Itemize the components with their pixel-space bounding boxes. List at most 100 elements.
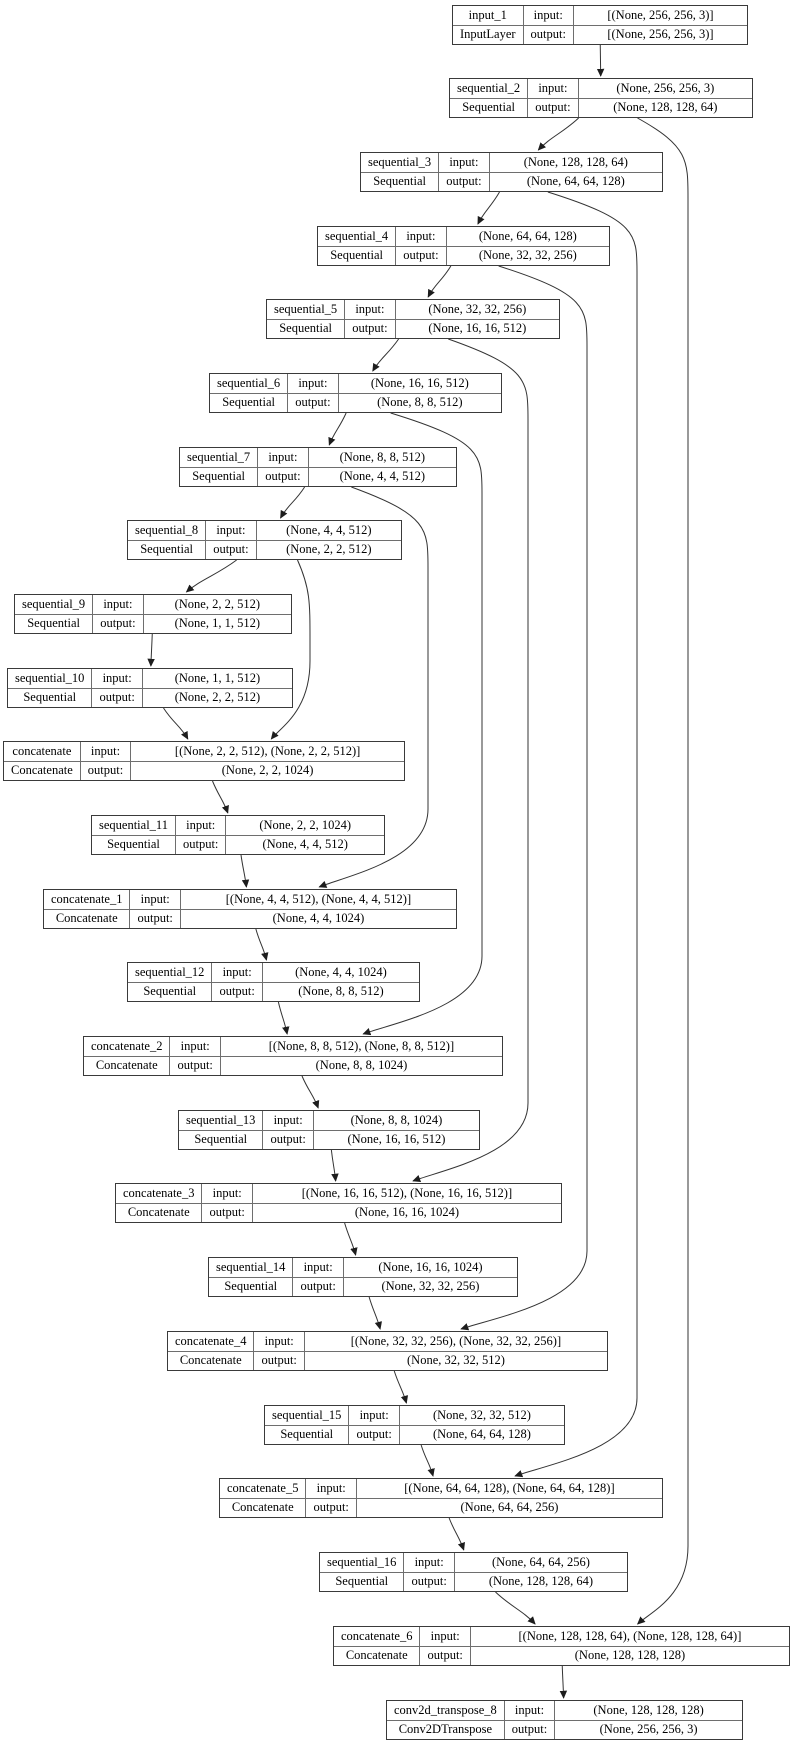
layer-name: sequential_2: [457, 80, 521, 95]
output-shape: (None, 8, 8, 1024): [219, 1055, 502, 1075]
edge-concatenate_1-to-sequential_12: [255, 928, 269, 961]
output-label: output:: [522, 24, 573, 44]
input-label: input:: [527, 79, 577, 98]
layer-type: Sequential: [361, 171, 439, 192]
edge-sequential_11-to-concatenate_1: [240, 854, 250, 888]
input-label: input:: [129, 890, 179, 909]
input-label: input:: [287, 374, 337, 393]
layer-name: sequential_9: [22, 596, 86, 611]
input-shape: [(None, 8, 8, 512), (None, 8, 8, 512)]: [219, 1037, 502, 1056]
edge-sequential_13-to-concatenate_3: [330, 1149, 339, 1182]
input-shape: (None, 2, 2, 1024): [225, 816, 384, 835]
layer-type: Sequential: [8, 687, 92, 708]
output-shape: (None, 16, 16, 512): [312, 1129, 479, 1149]
output-label: output:: [438, 171, 489, 191]
layer-name: concatenate_5: [227, 1480, 299, 1495]
input-shape: (None, 4, 4, 1024): [261, 963, 419, 982]
layer-name: sequential_13: [186, 1112, 256, 1127]
edge-sequential_7-to-sequential_8: [280, 486, 306, 519]
input-shape: (None, 32, 32, 512): [398, 1406, 564, 1425]
edge-sequential_10-to-concatenate: [163, 707, 189, 740]
output-shape: (None, 32, 32, 256): [445, 245, 609, 265]
output-shape: (None, 8, 8, 512): [261, 981, 419, 1001]
output-label: output:: [262, 1129, 313, 1149]
output-label: output:: [79, 760, 131, 780]
output-label: output:: [419, 1645, 470, 1665]
output-label: output:: [91, 687, 142, 707]
input-shape: [(None, 256, 256, 3)]: [572, 6, 747, 25]
output-shape: (None, 2, 2, 512): [255, 539, 401, 559]
edge-sequential_12-to-concatenate_2: [277, 1001, 290, 1035]
output-shape: (None, 16, 16, 512): [394, 318, 559, 338]
layer-type: Sequential: [320, 1571, 404, 1592]
layer-type: Sequential: [209, 1276, 293, 1297]
input-label: input:: [344, 300, 394, 319]
layer-name: input_1: [468, 7, 507, 22]
layer-type: InputLayer: [453, 24, 523, 45]
edge-sequential_4-to-sequential_5: [427, 265, 452, 298]
layer-name: sequential_16: [327, 1554, 397, 1569]
layer-name: sequential_7: [187, 449, 251, 464]
edge-concatenate_3-to-sequential_14: [344, 1222, 358, 1256]
edge-sequential_2-to-sequential_3: [537, 117, 579, 151]
output-label: output:: [395, 245, 446, 265]
edge-concatenate_5-to-sequential_16: [448, 1517, 465, 1551]
edge-sequential_16-to-concatenate_6: [495, 1591, 536, 1625]
layer-type: Sequential: [318, 245, 396, 266]
layer-name: concatenate_2: [91, 1038, 163, 1053]
edge-sequential_3-to-sequential_4: [477, 191, 500, 225]
input-shape: (None, 64, 64, 256): [453, 1553, 627, 1572]
output-shape: (None, 16, 16, 1024): [251, 1202, 561, 1222]
edge-sequential_3-to-concatenate_5: [514, 191, 638, 1478]
layer-type: Conv2DTranspose: [387, 1719, 504, 1740]
layer-name: sequential_15: [272, 1407, 342, 1422]
layer-name: sequential_11: [99, 817, 168, 832]
input-label: input:: [257, 448, 307, 467]
edge-concatenate_2-to-sequential_13: [301, 1075, 320, 1109]
edge-sequential_8-to-concatenate: [270, 559, 311, 740]
output-shape: (None, 64, 64, 256): [355, 1497, 662, 1517]
layer-name: sequential_10: [15, 670, 85, 685]
input-label: input:: [169, 1037, 219, 1056]
output-shape: (None, 128, 128, 64): [577, 97, 752, 117]
output-label: output:: [129, 908, 180, 928]
input-label: input:: [395, 227, 445, 246]
output-shape: (None, 2, 2, 1024): [130, 760, 404, 780]
layer-name: sequential_5: [274, 301, 338, 316]
output-label: output:: [174, 834, 226, 854]
layer-type: Concatenate: [116, 1202, 202, 1223]
input-shape: [(None, 64, 64, 128), (None, 64, 64, 128…: [355, 1479, 662, 1498]
layer-type: Concatenate: [220, 1497, 306, 1518]
edge-sequential_9-to-sequential_10: [147, 633, 155, 667]
input-shape: (None, 16, 16, 1024): [342, 1258, 517, 1277]
input-shape: (None, 4, 4, 512): [255, 521, 401, 540]
input-label: input:: [92, 595, 142, 614]
layer-name: concatenate_1: [51, 891, 123, 906]
input-shape: [(None, 128, 128, 64), (None, 128, 128, …: [469, 1627, 789, 1646]
output-label: output:: [287, 392, 338, 412]
output-label: output:: [169, 1055, 220, 1075]
input-label: input:: [91, 669, 141, 688]
input-shape: (None, 128, 128, 128): [554, 1701, 742, 1720]
layer-type: Concatenate: [44, 908, 130, 929]
layer-type: Sequential: [128, 539, 206, 560]
input-label: input:: [348, 1406, 398, 1425]
output-shape: (None, 2, 2, 512): [141, 687, 292, 707]
input-label: input:: [174, 816, 225, 835]
output-shape: (None, 64, 64, 128): [488, 171, 662, 191]
output-shape: (None, 4, 4, 1024): [179, 908, 456, 928]
output-label: output:: [201, 1202, 252, 1222]
